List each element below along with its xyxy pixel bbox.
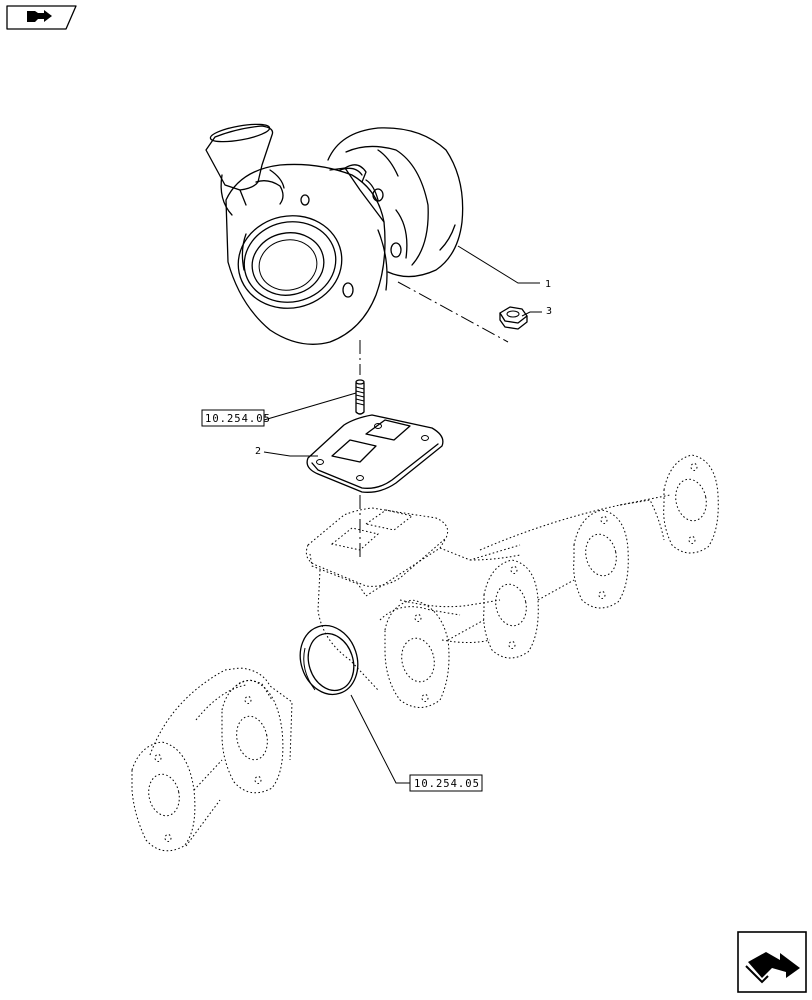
exhaust-manifold-rear — [131, 667, 293, 852]
callout-label-1: 1 — [545, 279, 551, 290]
exhaust-manifold — [305, 454, 719, 708]
turbocharger — [205, 123, 464, 345]
reference-box-stud[interactable]: 10.254.05 — [201, 392, 357, 427]
reference-label-manifold: 10.254.05 — [414, 778, 480, 790]
hex-nut — [499, 306, 528, 330]
book-arrow-icon[interactable] — [6, 5, 77, 30]
next-page-arrow-icon[interactable] — [737, 931, 807, 993]
assembly-line-bolt — [397, 281, 509, 343]
reference-box-manifold[interactable]: 10.254.05 — [350, 694, 483, 792]
callout-3: 3 — [521, 306, 552, 317]
callout-2: 2 — [255, 446, 318, 457]
turbo-gasket — [306, 414, 444, 493]
callout-label-2: 2 — [255, 446, 261, 457]
callout-1: 1 — [457, 245, 551, 290]
stud-bolt — [355, 379, 365, 415]
reference-label-stud: 10.254.05 — [205, 413, 271, 425]
callout-label-3: 3 — [546, 306, 552, 317]
seal-ring — [299, 624, 359, 696]
